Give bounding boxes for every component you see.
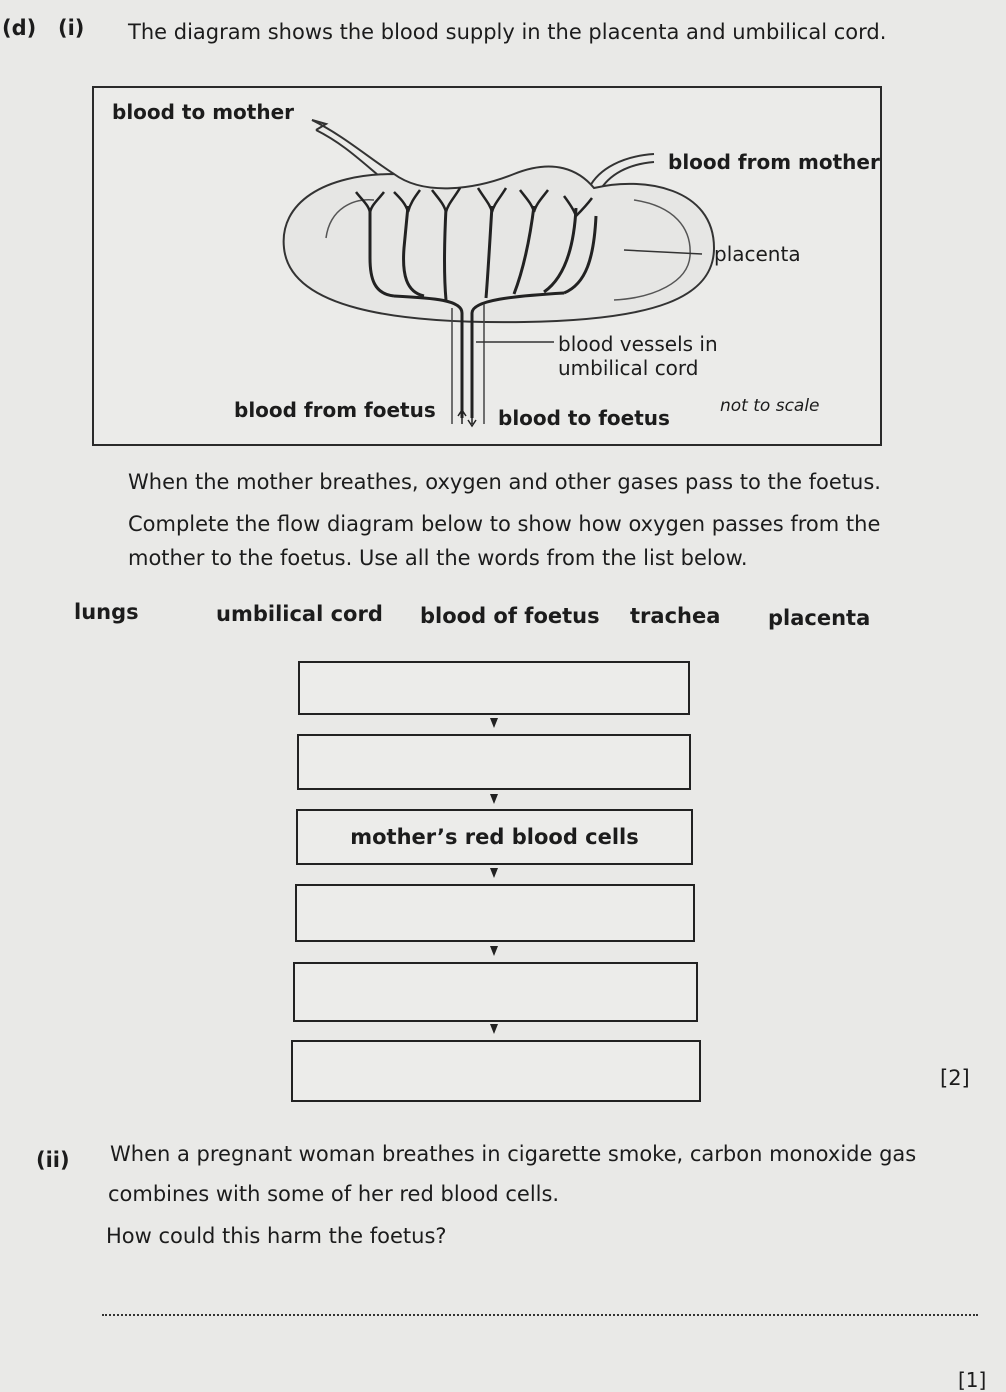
- answer-line[interactable]: [102, 1314, 978, 1316]
- flow-arrow-5: [490, 1024, 498, 1034]
- label-vessels-line1: blood vessels in: [558, 332, 718, 356]
- label-blood-to-foetus: blood to foetus: [498, 406, 670, 430]
- placenta-diagram: blood to mother blood from mother placen…: [92, 86, 882, 446]
- instruction-line-2: Complete the flow diagram below to show …: [128, 512, 881, 536]
- flow-arrow-3: [490, 868, 498, 878]
- question-intro: The diagram shows the blood supply in th…: [128, 20, 887, 44]
- part-ii-label: (ii): [36, 1148, 70, 1172]
- marks-part-i: [2]: [940, 1066, 970, 1090]
- flow-box-2[interactable]: [297, 734, 691, 790]
- word-blood-of-foetus: blood of foetus: [420, 604, 600, 628]
- marks-part-ii: [1]: [958, 1368, 987, 1392]
- word-placenta: placenta: [768, 606, 871, 630]
- flow-arrow-2: [490, 794, 498, 804]
- label-blood-from-mother: blood from mother: [668, 150, 880, 174]
- part-ii-line-2: combines with some of her red blood cell…: [108, 1182, 560, 1206]
- flow-arrow-1: [490, 718, 498, 728]
- flow-box-5[interactable]: [293, 962, 698, 1022]
- instruction-line-1: When the mother breathes, oxygen and oth…: [128, 470, 881, 494]
- placenta-drawing: [282, 119, 716, 428]
- sub-part-label: (i): [58, 16, 85, 40]
- label-placenta: placenta: [714, 242, 801, 266]
- flow-box-mother-rbc: mother’s red blood cells: [296, 809, 693, 865]
- flow-box-4[interactable]: [295, 884, 695, 942]
- flow-box-1[interactable]: [298, 661, 690, 715]
- label-blood-to-mother: blood to mother: [112, 100, 295, 124]
- label-vessels-line2: umbilical cord: [558, 356, 699, 380]
- word-umbilical-cord: umbilical cord: [216, 602, 383, 626]
- label-not-to-scale: not to scale: [720, 396, 820, 416]
- instruction-line-3: mother to the foetus. Use all the words …: [128, 546, 748, 570]
- flow-arrow-4: [490, 946, 498, 956]
- part-ii-line-3: How could this harm the foetus?: [106, 1224, 447, 1248]
- word-lungs: lungs: [74, 600, 139, 624]
- part-label: (d): [2, 16, 37, 40]
- part-ii-line-1: When a pregnant woman breathes in cigare…: [110, 1142, 917, 1166]
- flow-box-6[interactable]: [291, 1040, 701, 1102]
- label-blood-from-foetus: blood from foetus: [234, 398, 436, 422]
- word-trachea: trachea: [630, 604, 721, 628]
